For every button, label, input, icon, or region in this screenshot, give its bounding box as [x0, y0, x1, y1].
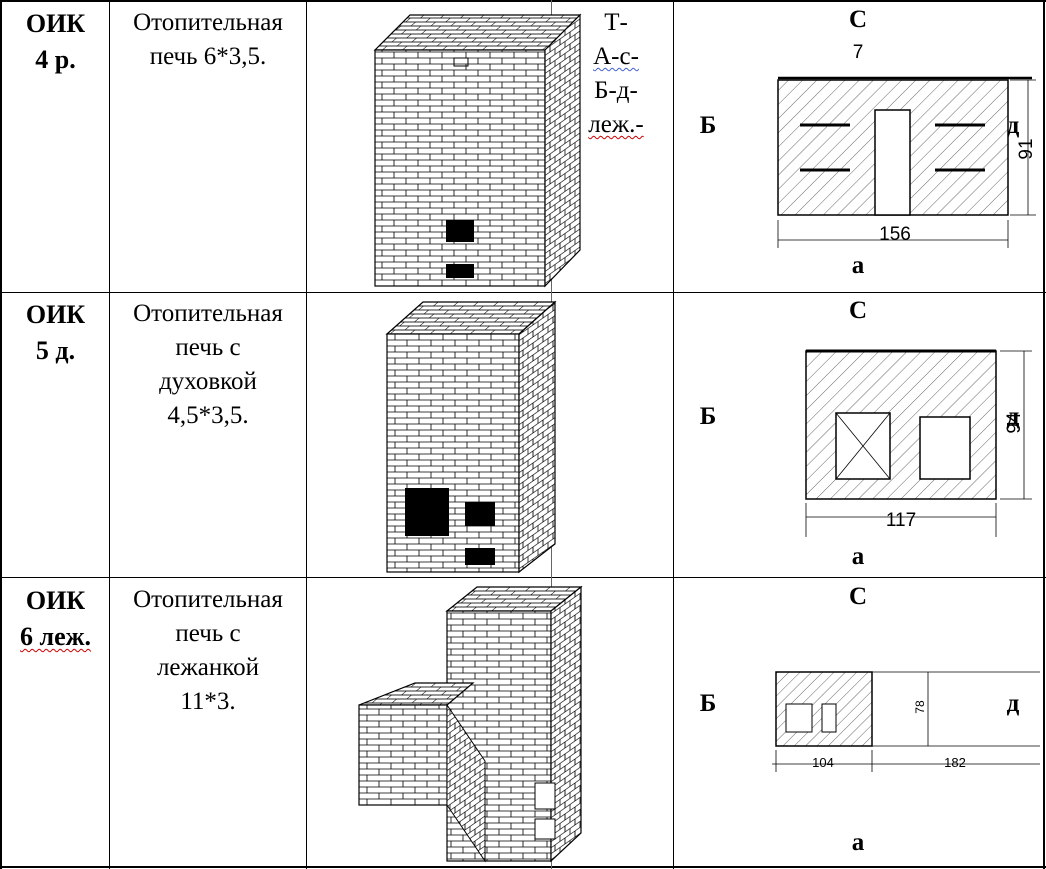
row-2-plan-label-right: д — [1006, 403, 1020, 430]
row-1-plan-drawing — [777, 76, 1036, 248]
row-1-plan-label-top: С — [848, 6, 868, 33]
row-3-code-line-1: ОИК — [25, 586, 86, 615]
row-1-stove-drawing — [373, 13, 582, 288]
row-2-plan-label-top: С — [848, 297, 868, 324]
row-1-code-line-2: 4 р. — [35, 45, 76, 74]
row-2-description: Отопительная печь с духовкой 4,5*3,5. — [110, 297, 306, 433]
row-3-plan-label-right: д — [1006, 690, 1020, 717]
row-1-plan-label-right: д — [1006, 112, 1020, 139]
row-1-plan-label-bottom: а — [851, 252, 865, 279]
row-2-code: ОИК 5 д. — [2, 297, 109, 369]
row-2-description-line-4: 4,5*3,5. — [167, 402, 249, 429]
row-3-plan-label-left: Б — [699, 690, 717, 717]
column-divider-1 — [109, 0, 110, 869]
row-2-plan-drawing — [805, 349, 1032, 537]
row-1-plan-depth-dimension: 91 — [1016, 138, 1037, 160]
row-1-side-labels: Т- А-с- Б-д- леж.- — [560, 6, 672, 142]
row-3-plan-depth-dimension: 78 — [913, 700, 927, 714]
row-1-description: Отопительная печь 6*3,5. — [110, 6, 306, 74]
row-1-side-label-4: леж.- — [588, 111, 644, 138]
row-3-code-line-2: 6 леж. — [20, 622, 91, 651]
table-border-bottom — [0, 866, 1046, 868]
row-divider-1 — [0, 292, 1046, 293]
row-1-code: ОИК 4 р. — [2, 6, 109, 78]
row-1-plan-top-number: 7 — [852, 42, 864, 63]
column-divider-2 — [306, 0, 307, 869]
row-1-plan-width-dimension: 156 — [879, 224, 911, 245]
row-2-code-line-2: 5 д. — [35, 336, 76, 365]
row-2-description-line-3: духовкой — [159, 368, 257, 395]
row-3-plan-label-bottom: а — [851, 829, 865, 856]
row-1-description-line-2: печь 6*3,5. — [149, 43, 267, 70]
row-1-code-line-1: ОИК — [25, 9, 86, 38]
row-divider-2 — [0, 577, 1046, 578]
column-divider-3 — [673, 0, 674, 869]
row-1-description-line-1: Отопительная — [133, 9, 283, 36]
row-2-stove-drawing — [385, 300, 557, 574]
row-3-description-line-1: Отопительная — [133, 586, 283, 613]
row-2-description-line-1: Отопительная — [133, 300, 283, 327]
row-3-stove-drawing — [358, 585, 583, 863]
row-3-plan-width-dimension-2: 182 — [944, 755, 966, 770]
row-3-code: ОИК 6 леж. — [2, 583, 109, 655]
row-1-side-label-1: Т- — [604, 9, 628, 36]
row-3-description-line-2: печь с — [175, 620, 241, 647]
row-2-plan-label-left: Б — [699, 403, 717, 430]
row-2-code-line-1: ОИК — [25, 300, 86, 329]
row-2-description-line-2: печь с — [175, 334, 241, 361]
row-1-side-label-3: Б-д- — [594, 77, 638, 104]
table-border-top — [0, 0, 1046, 2]
row-3-description-line-3: лежанкой — [156, 654, 260, 681]
row-3-description-line-4: 11*3. — [180, 688, 236, 715]
row-3-plan-label-top: С — [848, 583, 868, 610]
row-1-side-label-2: А-с- — [593, 43, 639, 70]
row-3-plan-drawing — [772, 671, 1040, 772]
row-2-plan-label-bottom: а — [851, 543, 865, 570]
table-border-left — [0, 0, 2, 869]
row-3-description: Отопительная печь с лежанкой 11*3. — [110, 583, 306, 719]
table-border-right — [1043, 0, 1045, 869]
row-2-plan-width-dimension: 117 — [885, 510, 917, 531]
row-3-plan-width-dimension-1: 104 — [812, 755, 834, 770]
row-2-plan-depth-dimension: 94 — [1004, 412, 1025, 434]
row-1-plan-label-left: Б — [699, 112, 717, 139]
